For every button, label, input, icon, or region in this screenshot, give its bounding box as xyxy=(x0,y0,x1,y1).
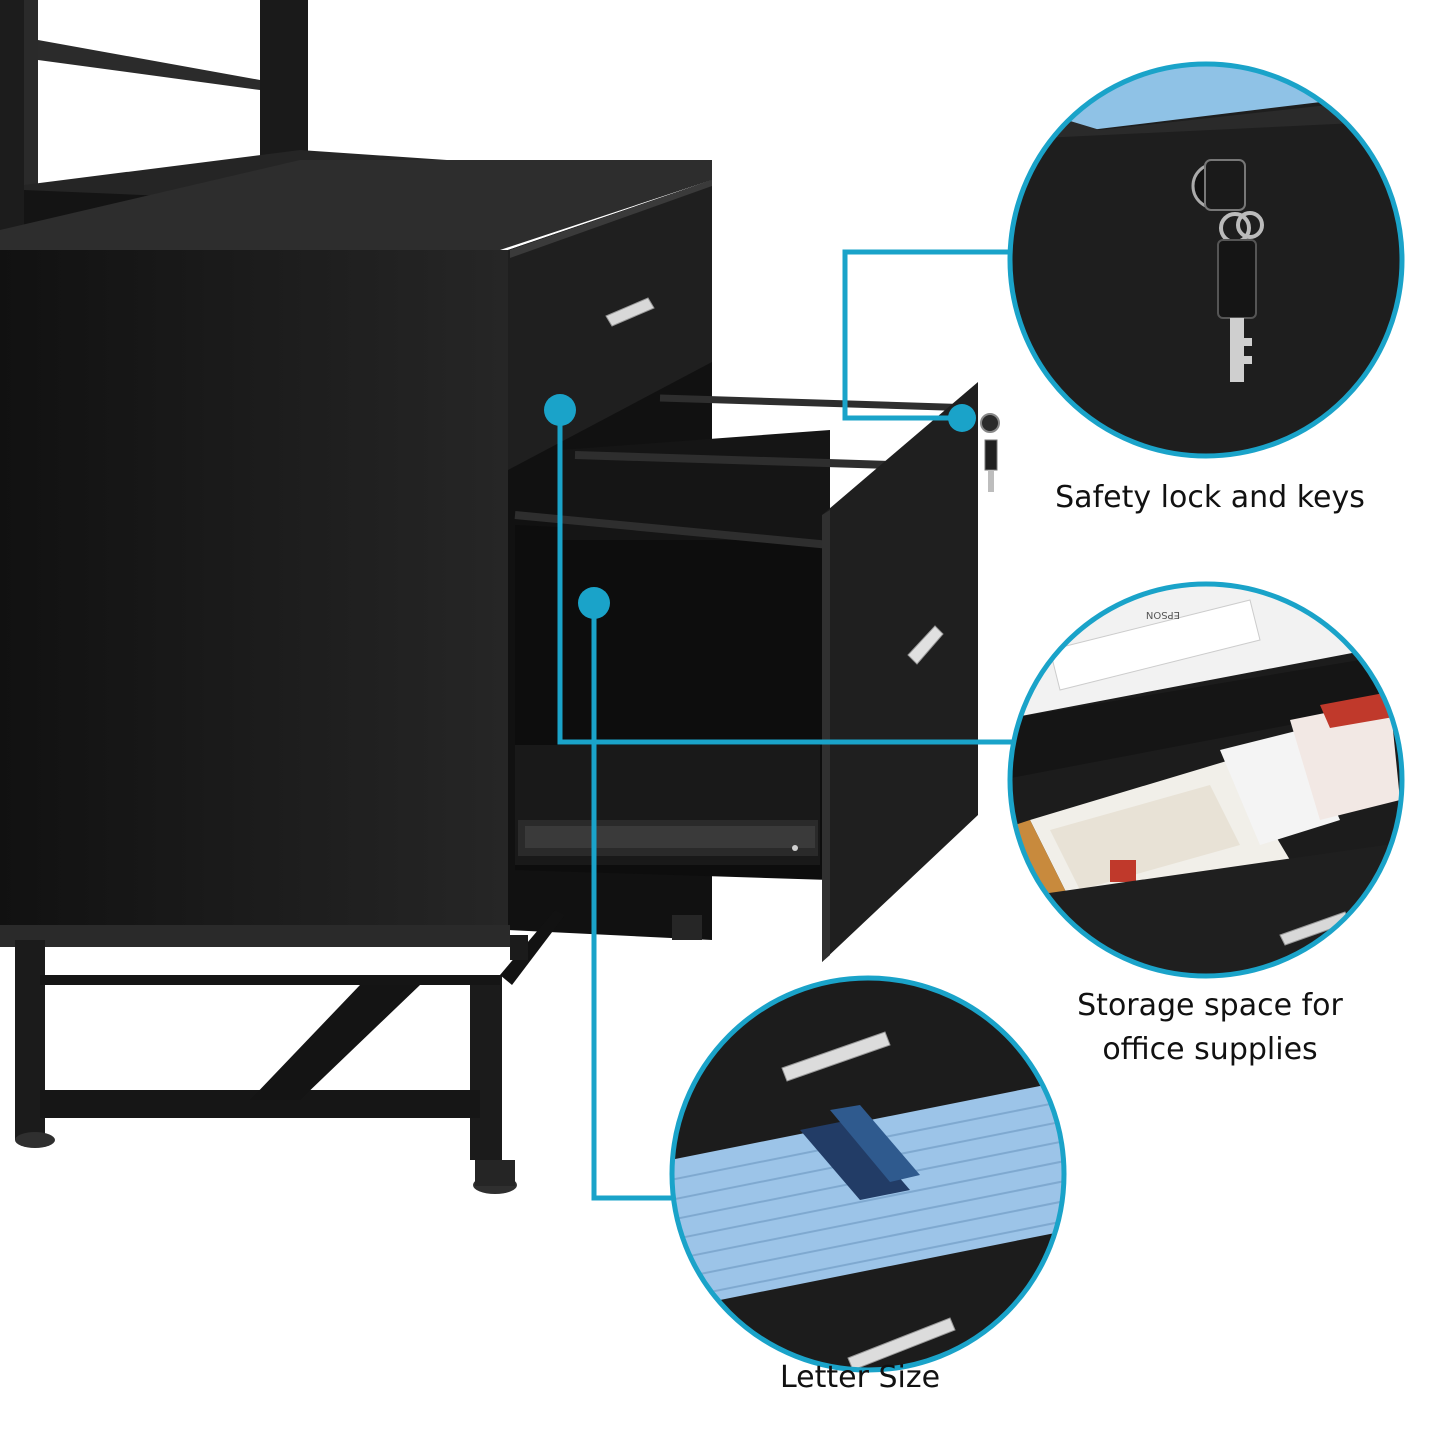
callout-dot-letter xyxy=(578,587,610,619)
storage-caption: Storage space for office supplies xyxy=(1010,984,1410,1072)
key-icon xyxy=(984,439,998,492)
storage-detail-circle: EPSON xyxy=(1007,581,1405,979)
letter-top-handle-icon xyxy=(781,1031,891,1082)
callout-line-storage xyxy=(557,410,1015,745)
callout-dot-lock xyxy=(948,404,976,432)
lock-icon xyxy=(980,413,1000,433)
letter-detail-circle xyxy=(669,975,1067,1373)
lower-drawer-handle-icon xyxy=(907,625,944,665)
lock-detail-circle xyxy=(1007,61,1405,459)
callout-line-letter xyxy=(591,603,676,1201)
base-frame xyxy=(0,910,702,1194)
lock-caption: Safety lock and keys xyxy=(1055,480,1365,515)
callout-lines xyxy=(557,249,1015,1201)
storage-caption-line2: office supplies xyxy=(1102,1032,1318,1067)
storage-caption-line1: Storage space for xyxy=(1077,988,1343,1023)
printer-label: EPSON xyxy=(1146,609,1180,620)
callout-line-lock xyxy=(842,249,1012,421)
top-drawer-handle-icon xyxy=(605,297,655,327)
callout-dot-storage xyxy=(544,394,576,426)
letter-size-caption: Letter Size xyxy=(779,1360,941,1395)
lock-icon xyxy=(1191,159,1246,211)
letter-bottom-handle-icon xyxy=(847,1317,956,1370)
key-icon xyxy=(1217,211,1264,382)
callout-dots xyxy=(544,394,976,619)
drawer-front xyxy=(822,382,1000,962)
